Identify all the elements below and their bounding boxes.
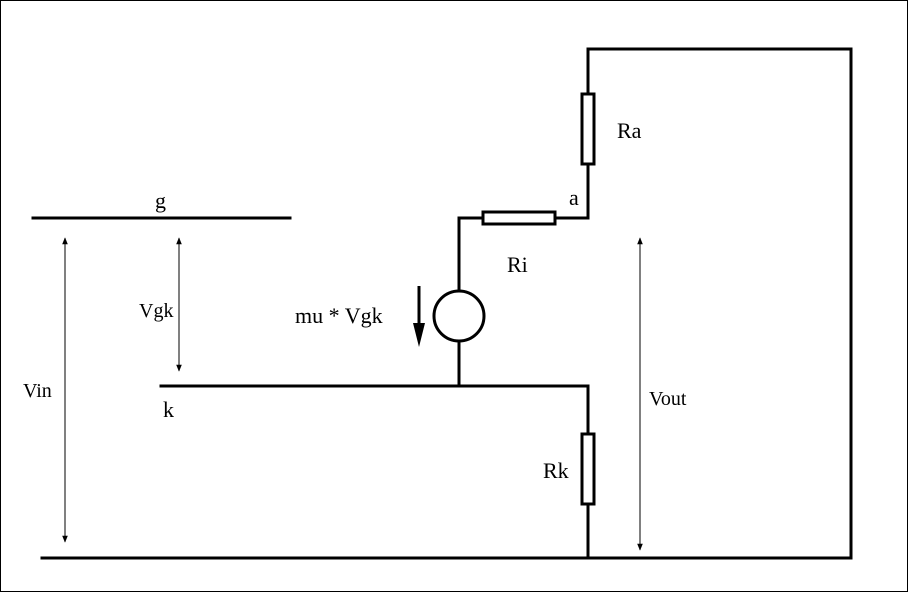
resistor-rk xyxy=(580,432,596,506)
label-vin: Vin xyxy=(23,380,52,402)
voltage-source xyxy=(432,289,486,343)
resistor-ra xyxy=(580,92,596,166)
label-source: mu * Vgk xyxy=(295,303,383,328)
label-a: a xyxy=(569,185,579,210)
label-g: g xyxy=(155,188,166,213)
label-ri: Ri xyxy=(507,252,528,277)
label-vout: Vout xyxy=(649,388,687,410)
label-ra: Ra xyxy=(617,118,642,143)
supply-wire xyxy=(586,47,853,560)
label-vgk: Vgk xyxy=(139,300,173,322)
source-arrow-head xyxy=(413,323,425,347)
resistor-ri xyxy=(481,210,557,226)
label-k: k xyxy=(163,397,174,422)
label-rk: Rk xyxy=(543,458,569,483)
